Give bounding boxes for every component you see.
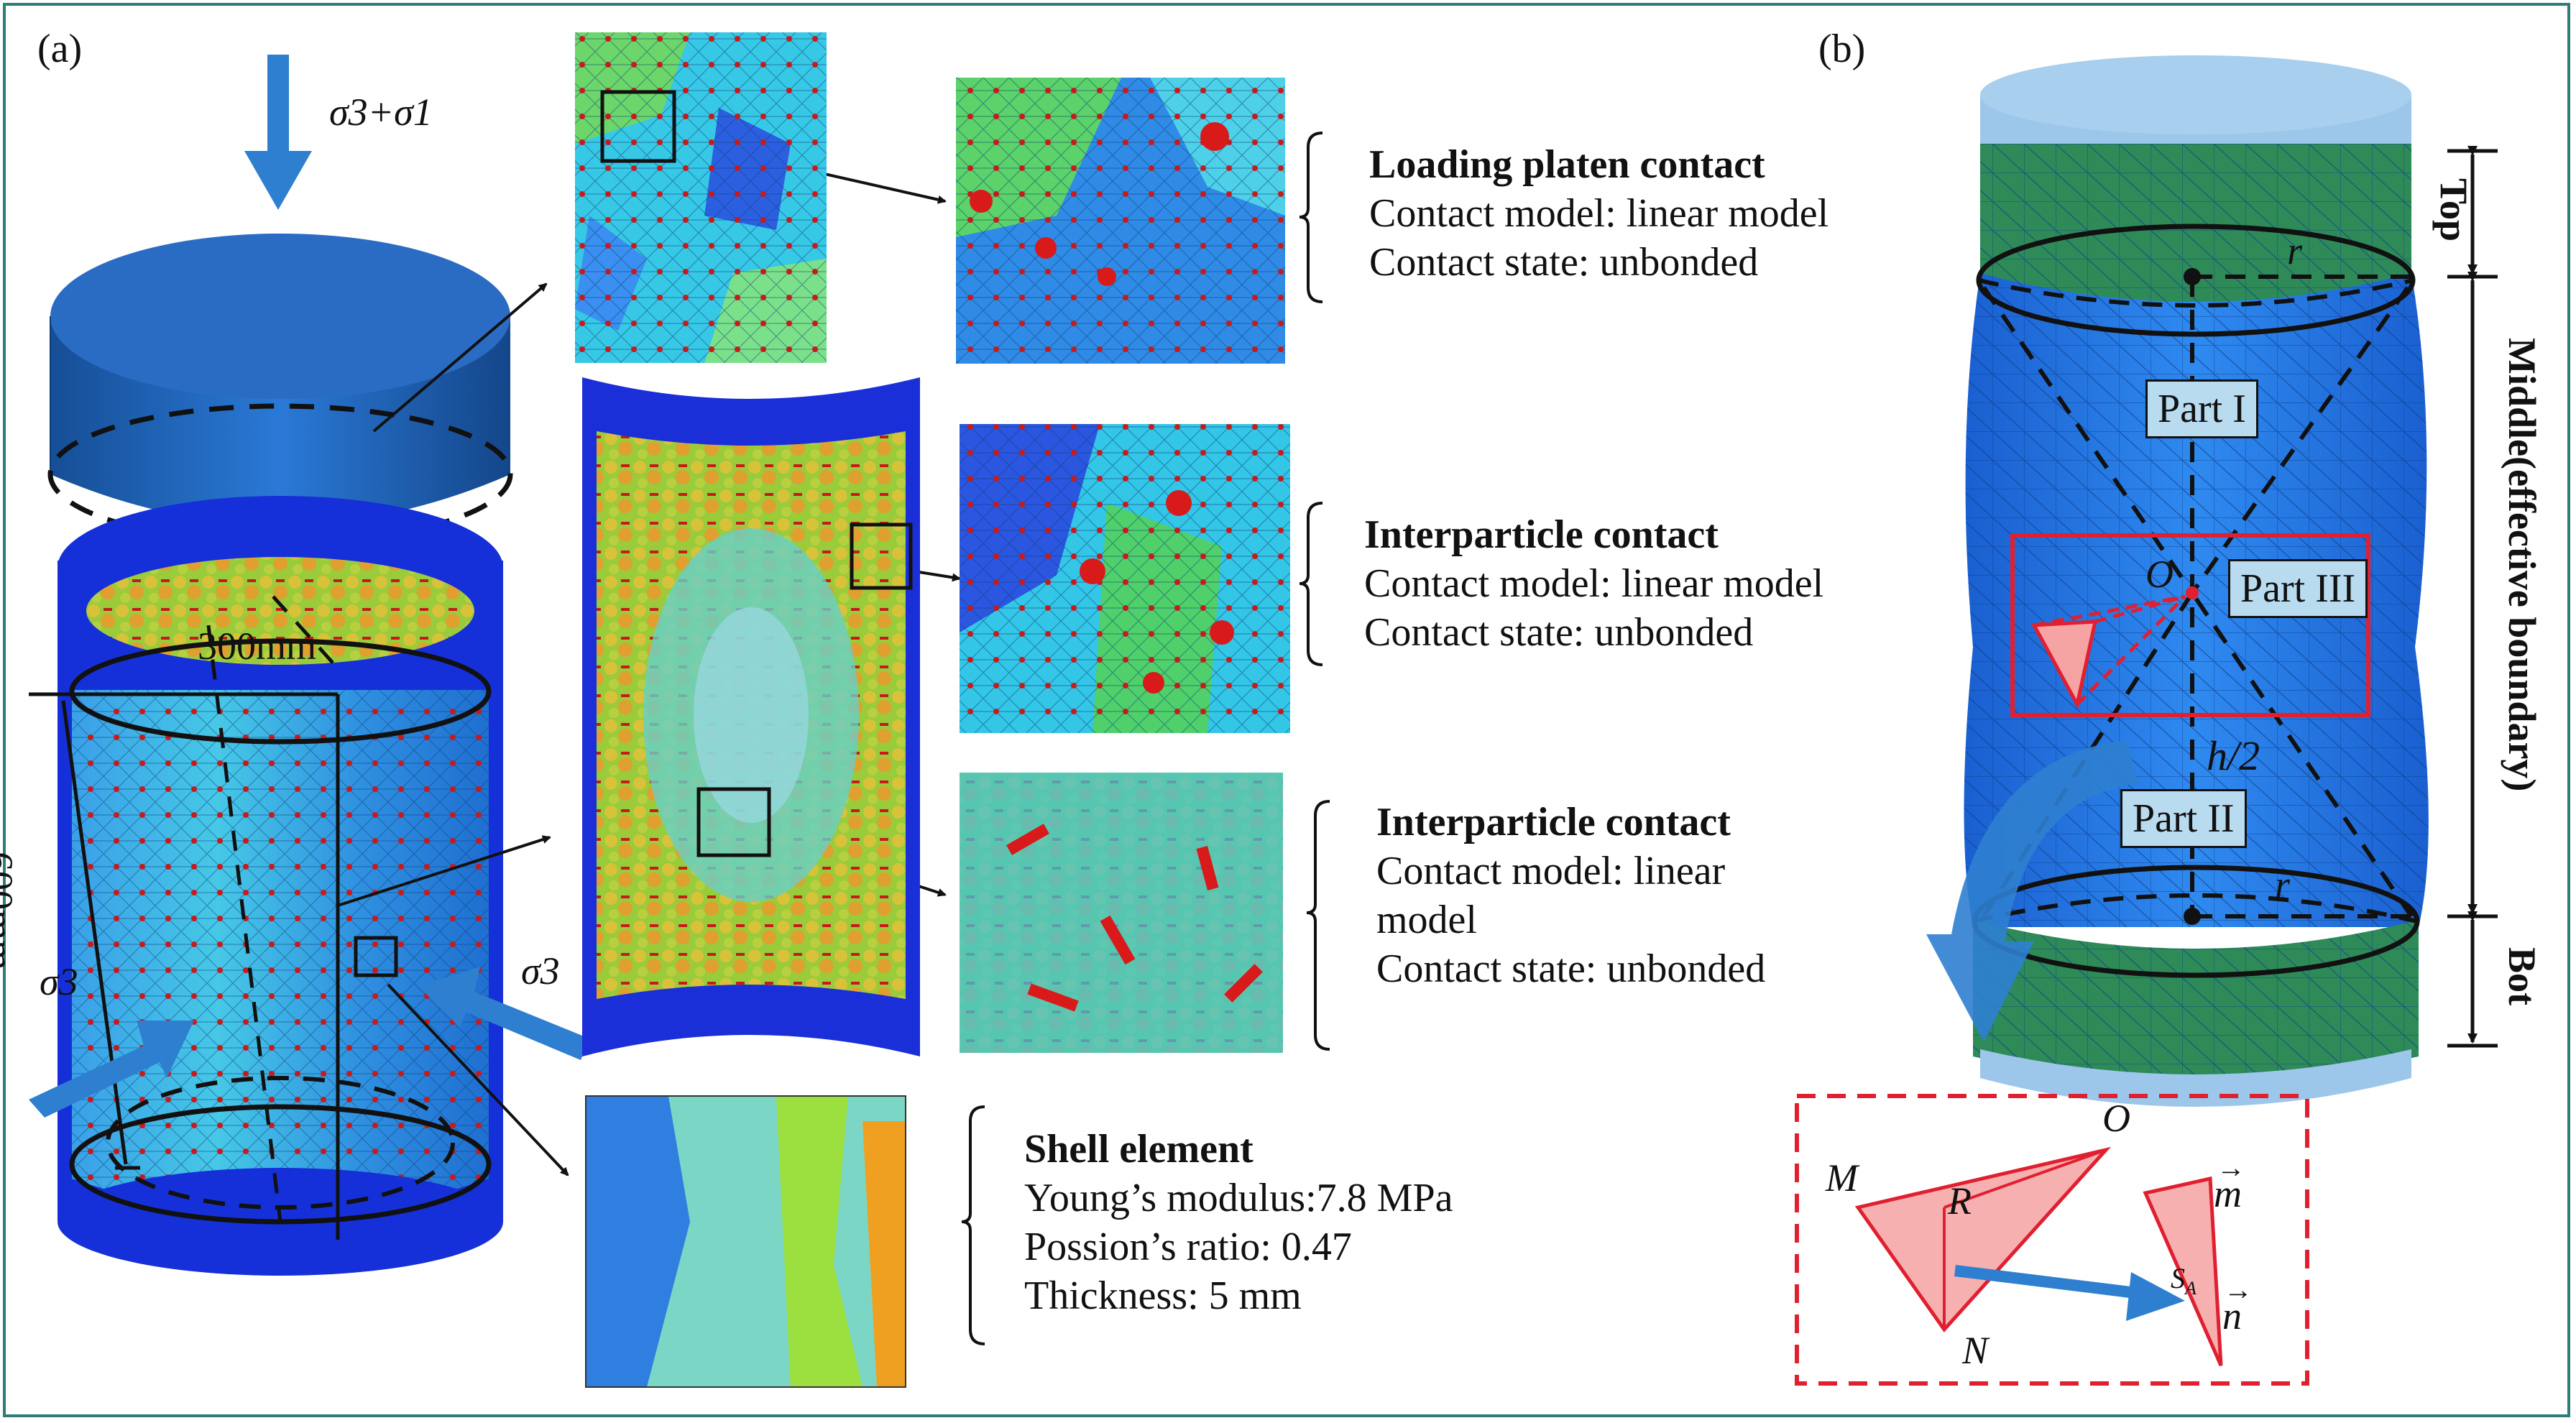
annotation-line: Possion’s ratio: 0.47: [1024, 1225, 1352, 1269]
vertex-r-symbol: R: [1948, 1179, 1972, 1222]
zoom-platen-contact: [956, 78, 1285, 364]
annotation-title: Interparticle contact: [1376, 800, 1731, 844]
confining-arrow-right: [418, 967, 589, 1060]
specimen-body: [58, 496, 503, 1276]
annotation-line: Contact model: linear model: [1364, 561, 1824, 606]
zone-bot-label: Bot: [2501, 947, 2544, 1005]
confining-arrow-left: [29, 1021, 194, 1118]
annotation-line: Contact state: unbonded: [1364, 610, 1754, 655]
annotation-title: Shell element: [1024, 1127, 1254, 1171]
origin-symbol: O: [2145, 553, 2174, 596]
zone-top-label: Top: [2432, 178, 2475, 242]
element-inset-box: [1795, 1094, 2309, 1386]
radius-bottom-symbol: r: [2275, 863, 2291, 906]
annotation-platen-contact: Loading platen contact Contact model: li…: [1369, 140, 1828, 287]
annotation-line: Contact state: unbonded: [1369, 240, 1759, 285]
area-symbol: SA: [2171, 1262, 2196, 1299]
origin-point: [2186, 586, 2199, 599]
annotation-braces: [961, 132, 1330, 1345]
part-i-label: Part I: [2145, 379, 2258, 438]
annotation-title: Loading platen contact: [1369, 142, 1765, 187]
part-ii-label: Part II: [2120, 789, 2247, 848]
vector-m-symbol: →m: [2214, 1151, 2245, 1215]
annotation-shell-element: Shell element Young’s modulus:7.8 MPa Po…: [1024, 1125, 1453, 1320]
annotation-title: Interparticle contact: [1364, 512, 1719, 557]
annotation-interparticle-contact-2: Interparticle contact Contact model: lin…: [1376, 798, 1765, 993]
vertex-n-symbol: N: [1962, 1329, 1989, 1372]
rotation-arrow: [1926, 740, 2138, 1042]
vertex-m-symbol: M: [1826, 1156, 1858, 1199]
confining-right-label: σ3: [521, 949, 560, 993]
annotation-line: Contact state: unbonded: [1376, 947, 1766, 991]
axial-load-label: σ3+σ1: [329, 91, 433, 134]
diameter-label: 300mm: [198, 625, 317, 668]
panel-a-label: (a): [37, 27, 83, 71]
zone-brackets: [2447, 146, 2498, 1048]
part-iii-label: Part III: [2228, 559, 2368, 618]
origin-bottom-symbol: O: [2102, 1097, 2130, 1140]
confining-left-label: σ3: [40, 960, 78, 1003]
figure-frame: [3, 3, 2570, 1417]
element-projection-diagram: [1854, 1146, 2223, 1367]
bottom-center-point: [2184, 908, 2201, 925]
annotation-line: Thickness: 5 mm: [1024, 1274, 1302, 1318]
shell-stress-map: [585, 1095, 906, 1388]
particle-assembly: [582, 377, 920, 1056]
zone-middle-label: Middle(effective boundary): [2501, 338, 2544, 792]
annotation-line: model: [1376, 898, 1477, 942]
annotation-line: Contact model: linear model: [1369, 191, 1829, 236]
platen-contact-map: [575, 32, 827, 363]
sample-element-triangle: [2030, 594, 2186, 710]
axial-load-arrow: [244, 55, 312, 210]
panel-b-label: (b): [1818, 27, 1866, 71]
annotation-interparticle-contact-1: Interparticle contact Contact model: lin…: [1364, 510, 1823, 657]
vector-n-symbol: →n: [2222, 1274, 2253, 1337]
radius-top-symbol: r: [2287, 229, 2303, 272]
zoom-interparticle-contact-2: [960, 773, 1283, 1053]
annotation-line: Young’s modulus:7.8 MPa: [1024, 1176, 1453, 1220]
top-center-point: [2184, 268, 2201, 285]
zoom-interparticle-contact-1: [960, 424, 1290, 733]
half-height-symbol: h/2: [2207, 732, 2260, 779]
annotation-line: Contact model: linear: [1376, 849, 1726, 893]
part-iii-region: [2010, 533, 2370, 717]
dimension-lines: [29, 692, 340, 1240]
